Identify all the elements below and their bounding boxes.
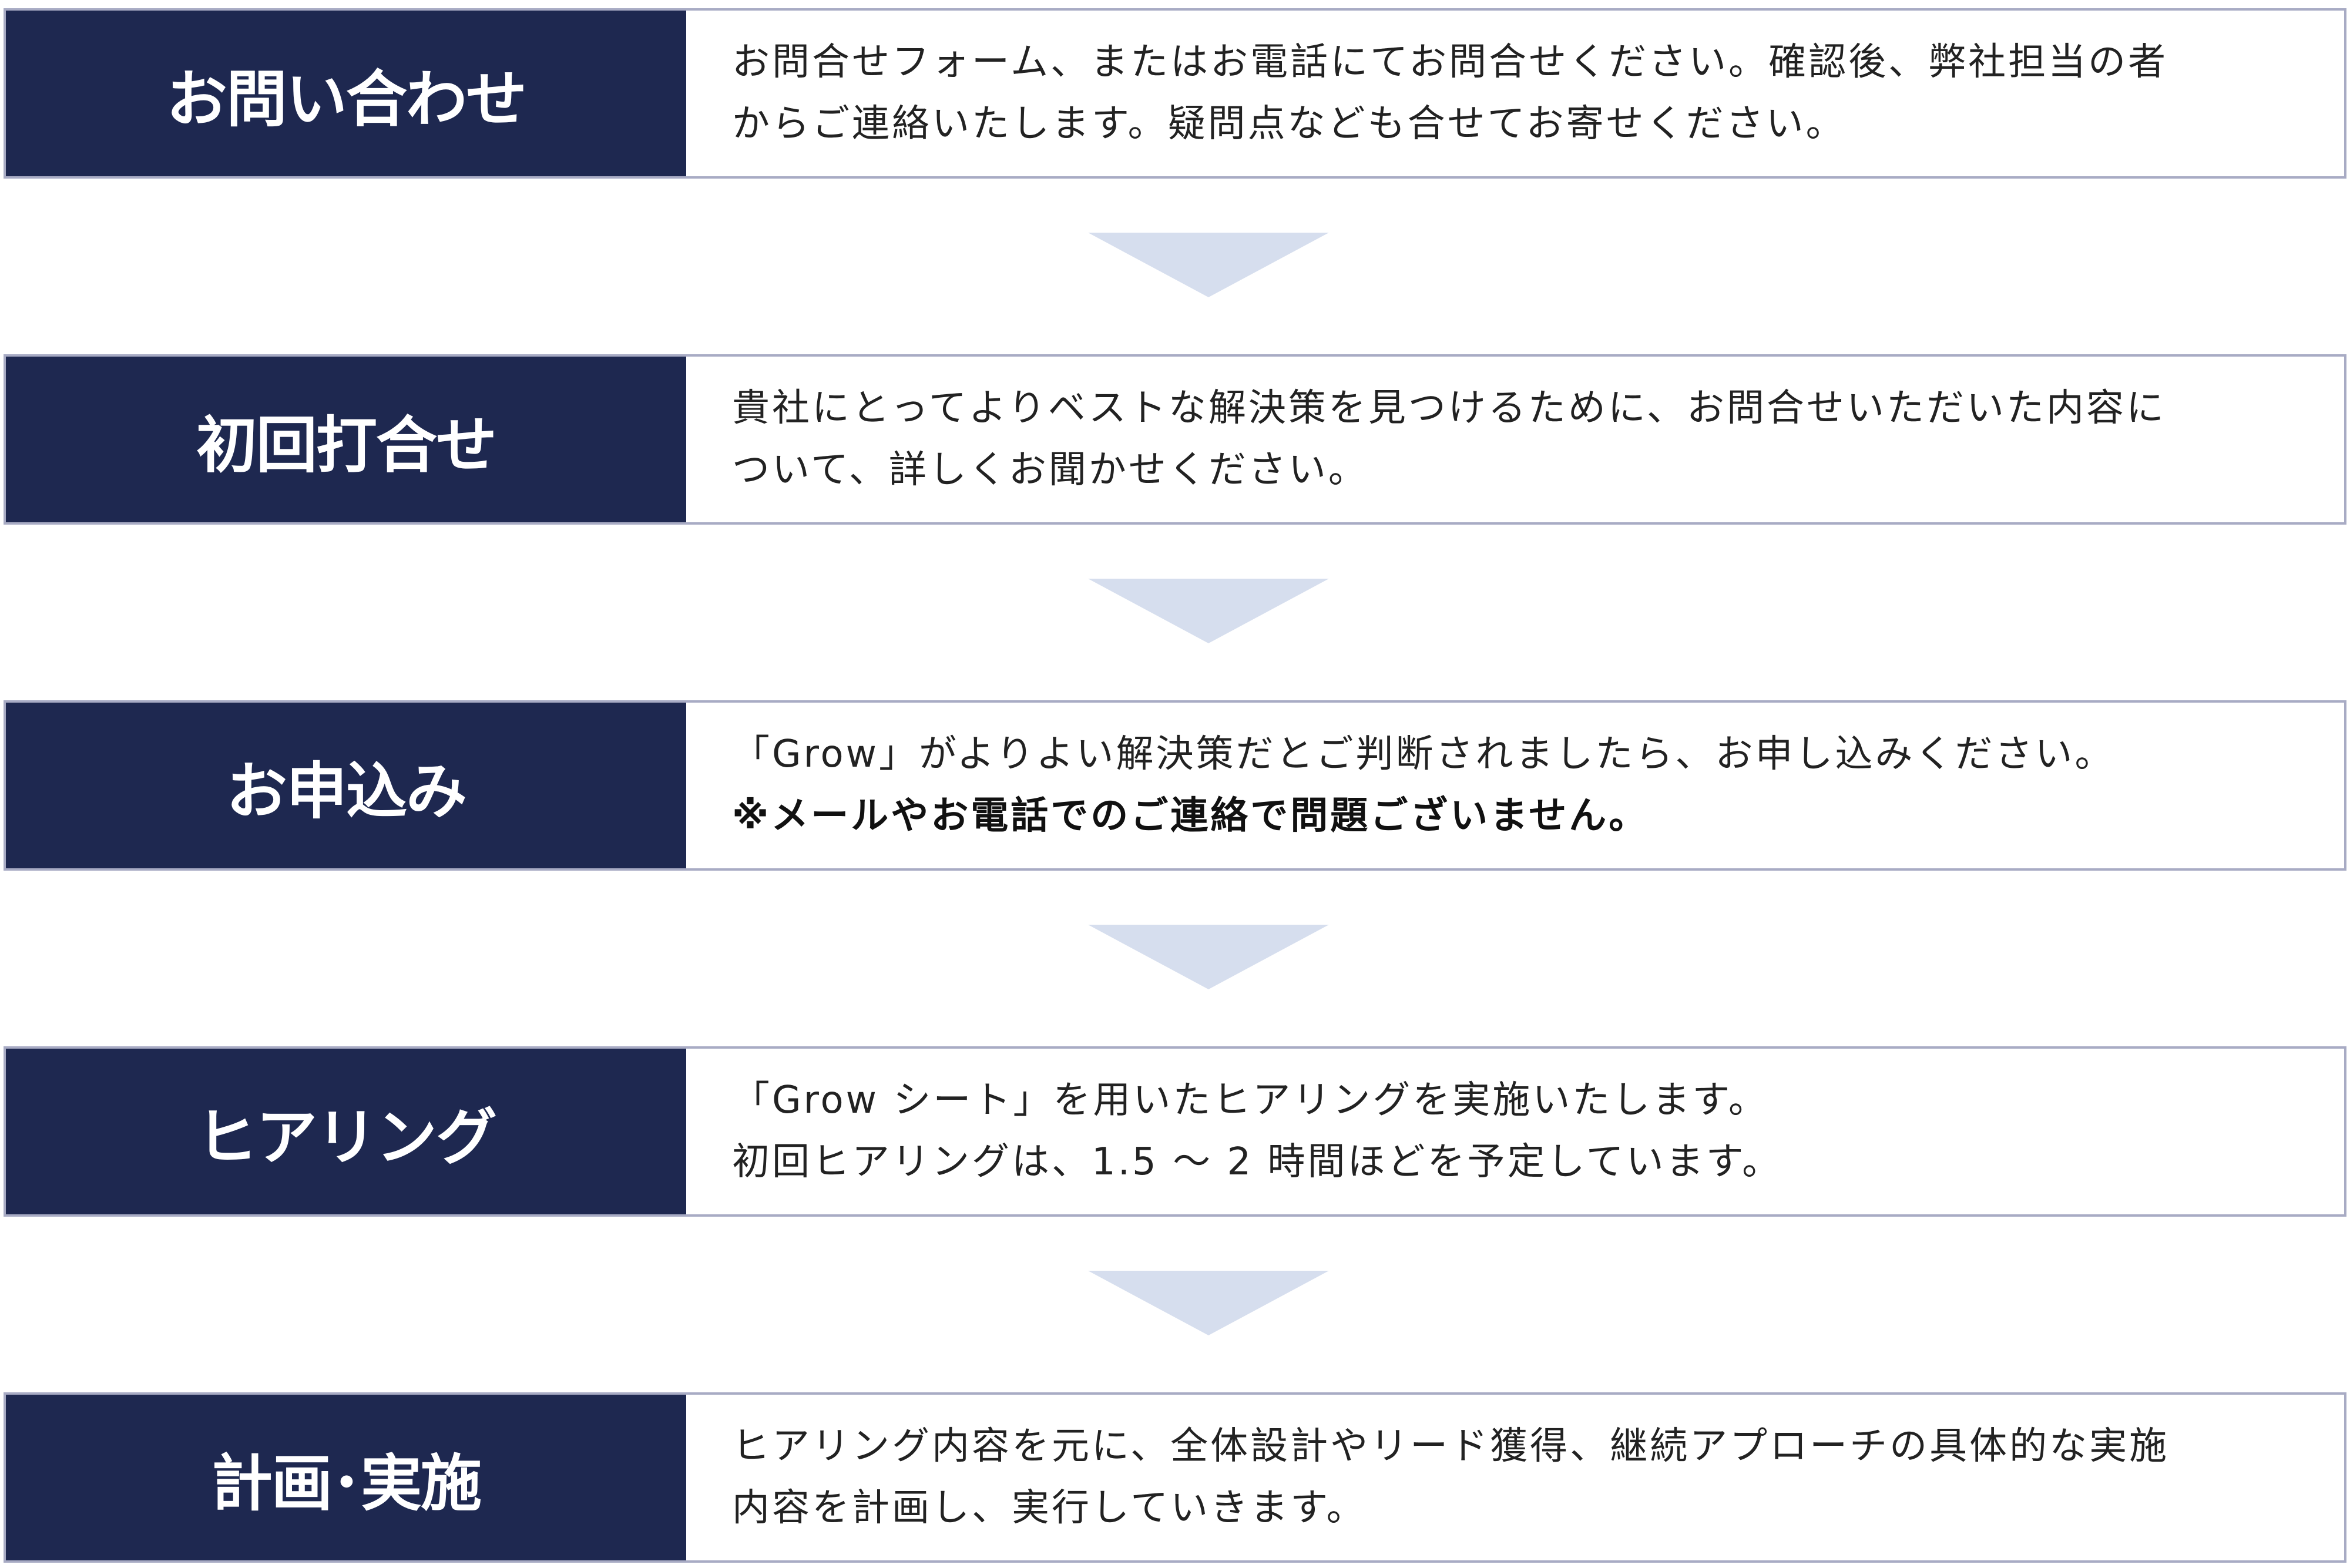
description-line: 「Grow シート」を用いたヒアリングを実施いたします。	[732, 1079, 1768, 1122]
description-line: ヒアリング内容を元に、全体設計やリード獲得、継続アプローチの具体的な実施	[732, 1425, 2170, 1468]
step-description: 「Grow シート」を用いたヒアリングを実施いたします。 初回ヒアリングは、1.…	[686, 1049, 2344, 1214]
step-inquiry: お問い合わせ お問合せフォーム、またはお電話にてお問合せください。確認後、弊社担…	[4, 8, 2346, 179]
description-note: ※メールやお電話でのご連絡で問題ございません。	[732, 794, 1649, 838]
step-title: 初回打合せ	[6, 357, 686, 522]
step-title: ヒアリング	[6, 1049, 686, 1214]
step-description: ヒアリング内容を元に、全体設計やリード獲得、継続アプローチの具体的な実施 内容を…	[686, 1395, 2344, 1560]
step-first-meeting: 初回打合せ 貴社にとってよりベストな解決策を見つけるために、お問合せいただいた内…	[4, 354, 2346, 525]
down-arrow-icon	[1088, 579, 1329, 643]
step-description: お問合せフォーム、またはお電話にてお問合せください。確認後、弊社担当の者 からご…	[686, 11, 2344, 176]
step-description: 貴社にとってよりベストな解決策を見つけるために、お問合せいただいた内容に ついて…	[686, 357, 2344, 522]
down-arrow-icon	[1088, 233, 1329, 297]
step-title: お問い合わせ	[6, 11, 686, 176]
step-hearing: ヒアリング 「Grow シート」を用いたヒアリングを実施いたします。 初回ヒアリ…	[4, 1046, 2346, 1217]
step-title: 計画･実施	[6, 1395, 686, 1560]
step-application: お申込み 「Grow」がよりよい解決策だとご判断されましたら、お申し込みください…	[4, 700, 2346, 871]
description-line: 初回ヒアリングは、1.5 〜 2 時間ほどを予定しています。	[732, 1140, 1782, 1184]
step-plan-execute: 計画･実施 ヒアリング内容を元に、全体設計やリード獲得、継続アプローチの具体的な…	[4, 1392, 2346, 1563]
down-arrow-icon	[1088, 1271, 1329, 1335]
description-line: ついて、詳しくお聞かせください。	[732, 448, 1368, 492]
description-line: からご連絡いたします。疑問点なども合せてお寄せください。	[732, 102, 1846, 146]
description-line: 貴社にとってよりベストな解決策を見つけるために、お問合せいただいた内容に	[732, 387, 2166, 430]
description-line: お問合せフォーム、またはお電話にてお問合せください。確認後、弊社担当の者	[732, 41, 2168, 84]
down-arrow-icon	[1088, 925, 1329, 989]
description-line: 内容を計画し、実行していきます。	[732, 1486, 1367, 1530]
step-title: お申込み	[6, 703, 686, 868]
step-description: 「Grow」がよりよい解決策だとご判断されましたら、お申し込みください。 ※メー…	[686, 703, 2344, 868]
description-line: 「Grow」がよりよい解決策だとご判断されましたら、お申し込みください。	[732, 733, 2115, 776]
